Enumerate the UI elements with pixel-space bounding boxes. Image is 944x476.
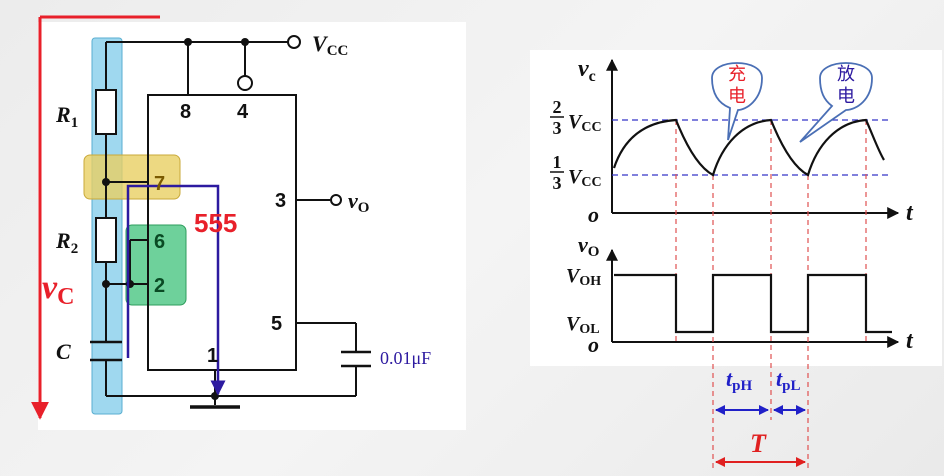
pin-numbers: 8 4 7 3 6 2 5 1: [154, 101, 286, 367]
pin-2-label: 2: [154, 275, 165, 297]
r1-label: R1: [55, 102, 78, 131]
c-label: C: [56, 339, 71, 364]
lower-t-label: t: [906, 328, 914, 354]
charge-bubble: [711, 62, 763, 141]
pin-6-label: 6: [154, 231, 165, 253]
timing-annotations: tpH tpL T: [715, 366, 806, 467]
vo-terminal: [330, 194, 342, 206]
charge-bubble-text-1: 充: [728, 64, 746, 84]
upper-t-label: t: [906, 200, 914, 226]
tph-label: tpH: [726, 366, 752, 394]
upper-origin-label: o: [588, 202, 599, 227]
vc-waveform: [612, 118, 885, 177]
two-thirds-denominator: 3: [553, 118, 562, 138]
two-thirds-numerator: 2: [553, 97, 562, 117]
vcc-terminal: [287, 35, 301, 49]
one-third-vcc: VCC: [568, 166, 602, 190]
discharge-bubble: [799, 62, 873, 143]
resistor-r2: [95, 217, 117, 263]
charge-bubble-text-2: 电: [728, 86, 746, 106]
vc-label: vC: [42, 269, 74, 310]
vo-waveform: [614, 273, 892, 334]
circuit-panel: VCC vO vC R1 R2 C 0.01μF 555 8 4 7 3 6 2…: [31, 15, 466, 430]
vo-axis-label: vO: [578, 232, 599, 260]
vol-label: VOL: [566, 313, 600, 337]
chip-555-label: 555: [194, 208, 237, 238]
junction-dots: [102, 38, 249, 400]
cap-value-label: 0.01μF: [380, 348, 431, 368]
waveform-panel: 充 电 放 电 vc 2 3 VCC 1 3 VCC o t vO VOH VO…: [530, 50, 942, 470]
one-third-denominator: 3: [553, 173, 562, 193]
pin-8-label: 8: [180, 101, 191, 123]
tpl-label: tpL: [776, 366, 800, 394]
pin-4-label: 4: [237, 101, 249, 123]
pin-7-label: 7: [154, 173, 165, 195]
pin7-highlight: [83, 154, 181, 200]
period-label: T: [750, 429, 767, 458]
one-third-vcc-label: 1 3 VCC: [550, 152, 602, 193]
circuit-wires: [105, 41, 357, 405]
voh-label: VOH: [566, 265, 601, 289]
discharge-bubble-text-2: 电: [837, 86, 855, 106]
vcc-label: VCC: [312, 31, 348, 59]
discharge-bubble-text-1: 放: [837, 64, 855, 84]
vo-label: vO: [348, 188, 369, 216]
r2-label: R2: [55, 228, 78, 257]
resistor-r1: [95, 89, 117, 135]
two-thirds-vcc-label: 2 3 VCC: [550, 97, 602, 138]
pin-5-label: 5: [271, 313, 282, 335]
pin-3-label: 3: [275, 190, 286, 212]
reset-bubble: [237, 75, 253, 91]
two-thirds-vcc: VCC: [568, 111, 602, 135]
discharge-path: [126, 184, 226, 396]
vc-axis-label: vc: [578, 56, 596, 85]
chip-555-box: [147, 94, 297, 371]
one-third-numerator: 1: [553, 152, 562, 172]
pin-1-label: 1: [207, 345, 218, 367]
lower-origin-label: o: [588, 332, 599, 357]
